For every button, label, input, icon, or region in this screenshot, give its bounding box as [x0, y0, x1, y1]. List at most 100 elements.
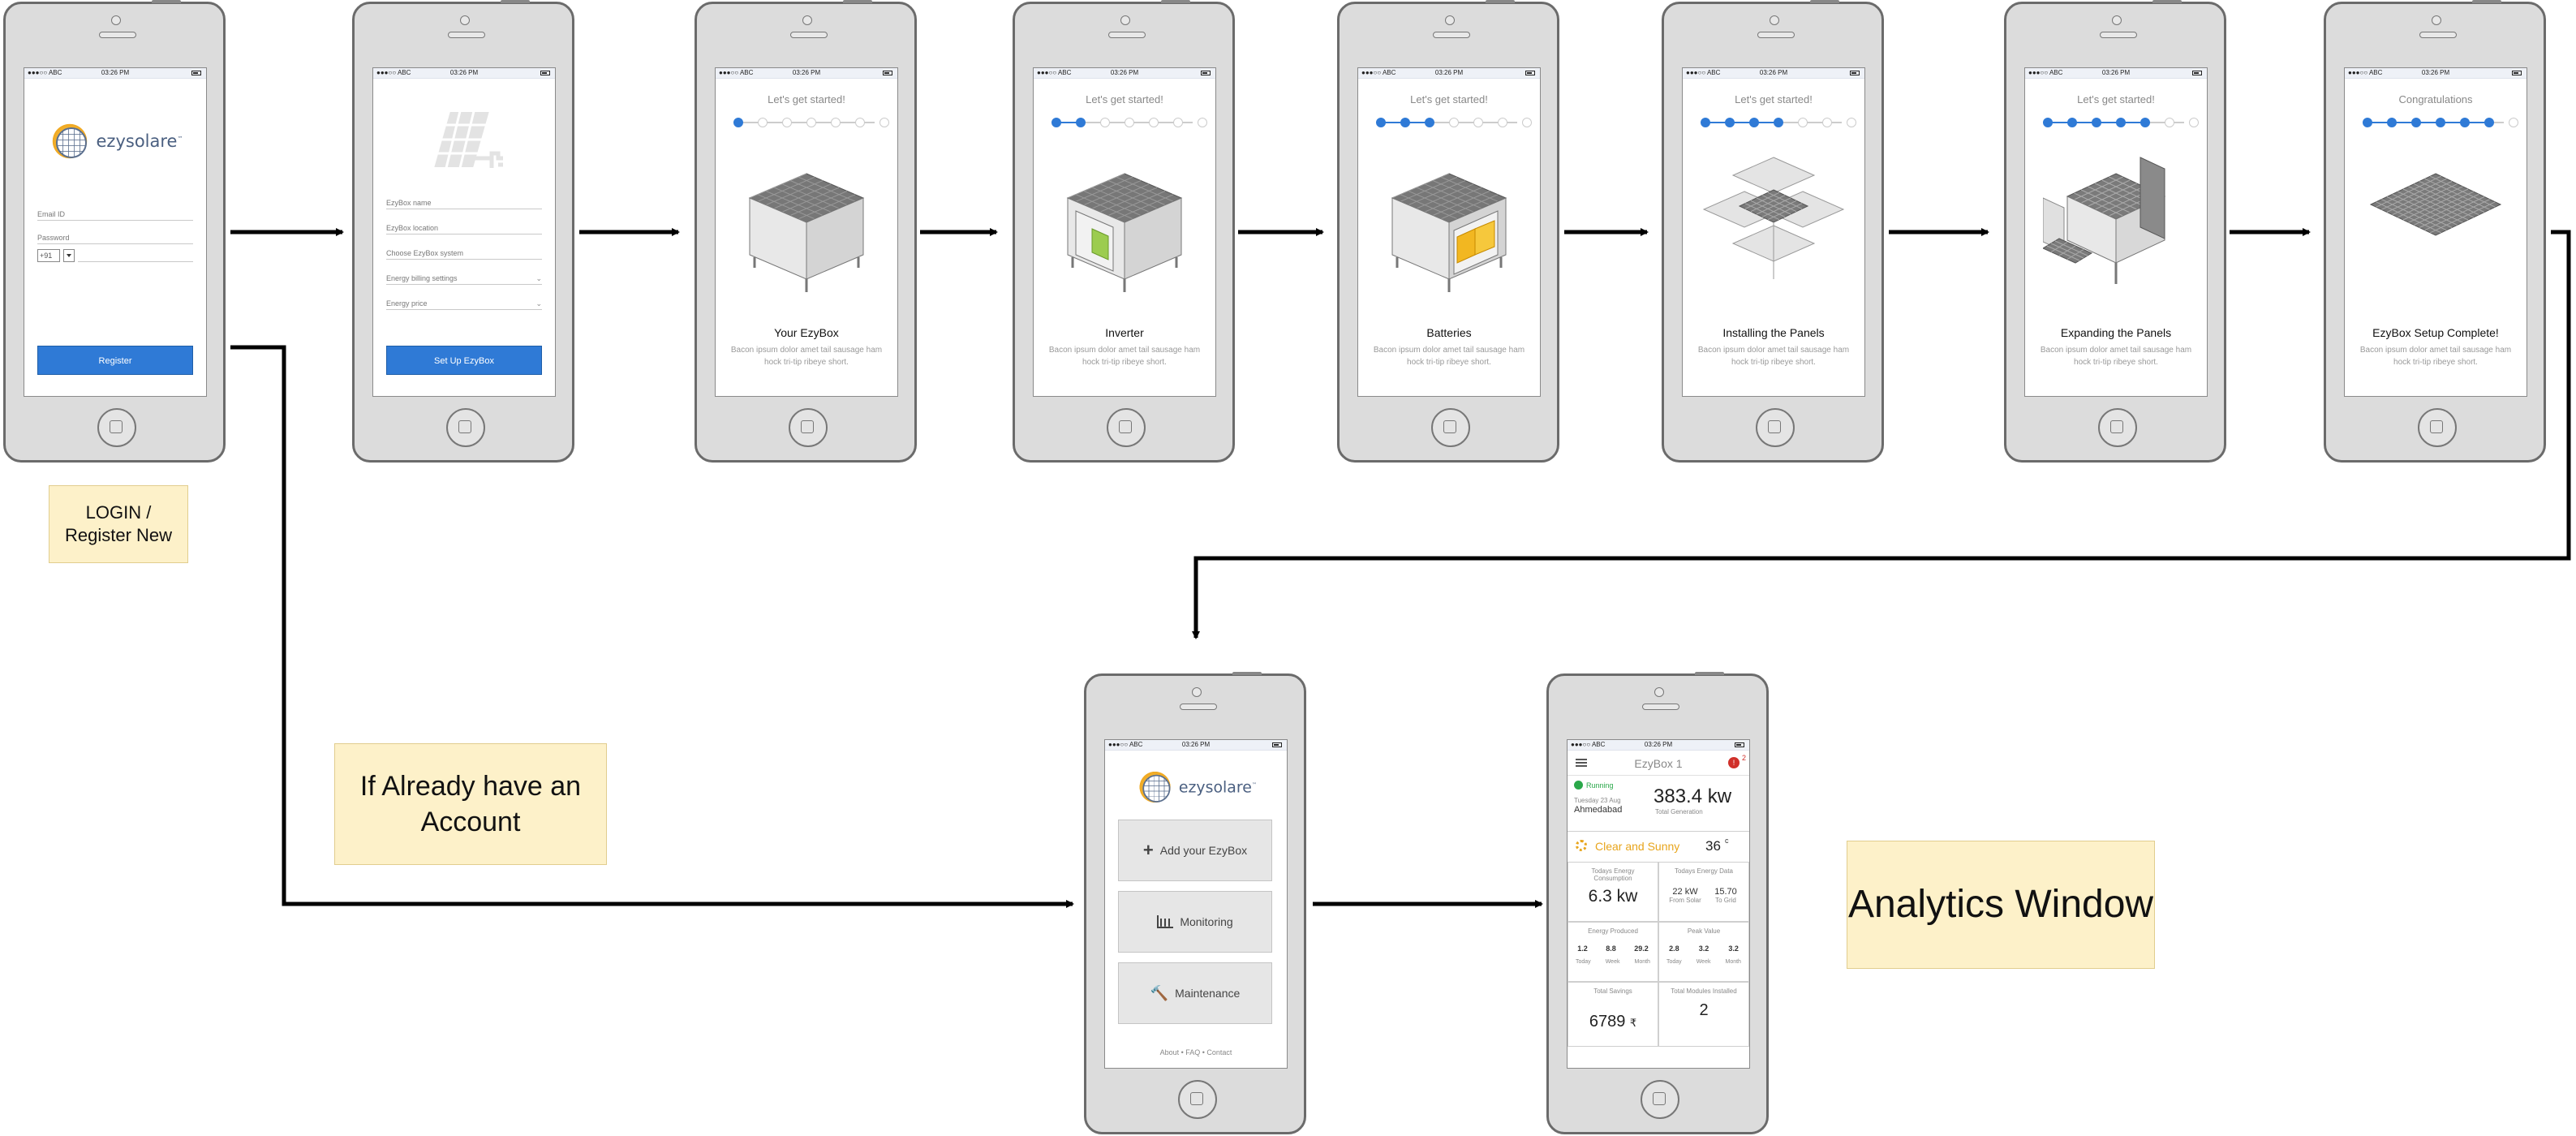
progress-dot	[2460, 118, 2470, 127]
running-status-icon	[1574, 781, 1583, 790]
progress-dot	[2387, 118, 2397, 127]
progress-dot	[1847, 118, 1856, 127]
progress-dot	[1125, 118, 1134, 127]
energy-price-select[interactable]: Energy price⌄	[386, 293, 542, 310]
globe-sun-icon	[47, 119, 92, 163]
progress-dot	[1051, 118, 1061, 127]
progress-dot	[1701, 118, 1710, 127]
monitoring-button[interactable]: Monitoring	[1118, 891, 1272, 953]
progress-dot	[2067, 118, 2077, 127]
bar-chart-icon	[1157, 915, 1174, 928]
progress-indicator	[1376, 117, 1532, 128]
plus-icon: +	[1142, 840, 1154, 860]
progress-dot	[1400, 118, 1410, 127]
billing-settings-select[interactable]: Energy billing settings⌄	[386, 268, 542, 285]
progress-dot	[2189, 118, 2199, 127]
solar-plug-icon	[432, 110, 503, 169]
step-description: Bacon ipsum dolor amet tail sausage ham …	[730, 346, 883, 367]
note-existing-account: If Already have an Account	[334, 743, 607, 865]
progress-dot	[1100, 118, 1110, 127]
ezybox-cube-illustration	[748, 173, 865, 292]
progress-dot	[831, 118, 841, 127]
home-button	[97, 408, 136, 447]
brand-logo: ezysolare™	[1114, 767, 1278, 807]
footer-links[interactable]: About • FAQ • Contact	[1159, 1048, 1232, 1056]
arrow-complete-to-home	[1192, 230, 2571, 639]
home-button	[446, 408, 485, 447]
step-title: Your EzyBox	[774, 326, 839, 339]
phone-field[interactable]: +91	[37, 249, 193, 262]
progress-indicator	[2363, 117, 2518, 128]
onboarding-heading: Let's get started!	[1086, 93, 1163, 105]
step-title: Batteries	[1426, 326, 1472, 339]
progress-dot	[782, 118, 792, 127]
progress-dot	[2092, 118, 2101, 127]
progress-indicator	[2043, 117, 2199, 128]
password-field[interactable]: Password	[37, 227, 193, 244]
setup-ezybox-button[interactable]: Set Up EzyBox	[386, 346, 542, 375]
progress-dot	[2509, 118, 2518, 127]
status-summary: Running Tuesday 23 Aug Ahmedabad 383.4 k…	[1574, 781, 1732, 815]
note-login: LOGIN / Register New	[49, 485, 188, 563]
register-button[interactable]: Register	[37, 346, 193, 375]
menu-icon[interactable]	[1576, 759, 1587, 767]
onboarding-heading: Let's get started!	[768, 93, 845, 105]
alert-icon[interactable]: !2	[1728, 754, 1746, 768]
progress-dot	[1173, 118, 1183, 127]
brand-logo: ezysolare™	[24, 119, 206, 163]
add-ezybox-button[interactable]: +Add your EzyBox	[1118, 820, 1272, 881]
progress-dot	[2043, 118, 2053, 127]
ezybox-location-field[interactable]: EzyBox location	[386, 217, 542, 235]
country-code-select[interactable]: +91	[37, 249, 60, 262]
home-button	[789, 408, 828, 447]
ezybox-name-field[interactable]: EzyBox name	[386, 192, 542, 209]
progress-dot	[1725, 118, 1735, 127]
progress-dot	[1774, 118, 1783, 127]
email-field[interactable]: Email ID	[37, 204, 193, 221]
panels-installing-illustration	[1702, 157, 1845, 279]
progress-dot	[1425, 118, 1434, 127]
weather-row: Clear and Sunny 36 c	[1568, 831, 1749, 861]
progress-dot	[1498, 118, 1507, 127]
progress-dot	[758, 118, 768, 127]
arrow-existing-account	[230, 345, 1074, 908]
progress-indicator	[1051, 117, 1207, 128]
onboarding-heading: Let's get started!	[1410, 93, 1488, 105]
progress-dot	[2116, 118, 2126, 127]
progress-dot	[733, 118, 743, 127]
total-savings-card: Total Savings 6789 ₹	[1568, 982, 1658, 1047]
chevron-down-icon: ⌄	[535, 274, 542, 282]
ezybox-system-field[interactable]: Choose EzyBox system	[386, 243, 542, 260]
progress-dot	[1473, 118, 1483, 127]
maintenance-button[interactable]: 🔨Maintenance	[1118, 962, 1272, 1024]
chevron-down-icon[interactable]	[63, 249, 75, 262]
ezybox-title: EzyBox 1	[1634, 757, 1683, 770]
step-title: Installing the Panels	[1722, 326, 1825, 339]
batteries-cube-illustration	[1391, 173, 1507, 292]
progress-dot	[806, 118, 816, 127]
